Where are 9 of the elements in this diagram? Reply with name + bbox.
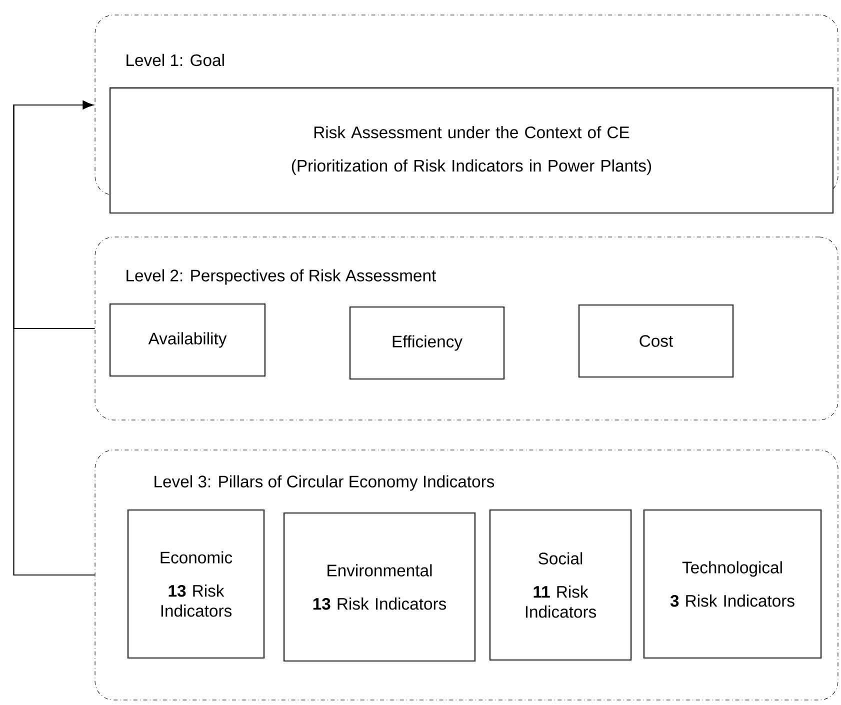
- text-box: Economic 13 Risk Indicators: [127, 509, 265, 659]
- text-box: Technological 3 Risk Indicators: [643, 509, 822, 659]
- text-box: Environmental 13 Risk Indicators: [284, 512, 476, 662]
- text-box: Risk Assessment under the Context of CE (Prioritization of Risk Indicators in Power Plants): [110, 87, 834, 214]
- text-box: Cost: [578, 304, 734, 378]
- text-box: Social 11 Risk Indicators: [489, 509, 632, 661]
- connector-arrow: [13, 100, 95, 576]
- text-box: Availability: [110, 303, 266, 377]
- text-box: Efficiency: [349, 306, 505, 380]
